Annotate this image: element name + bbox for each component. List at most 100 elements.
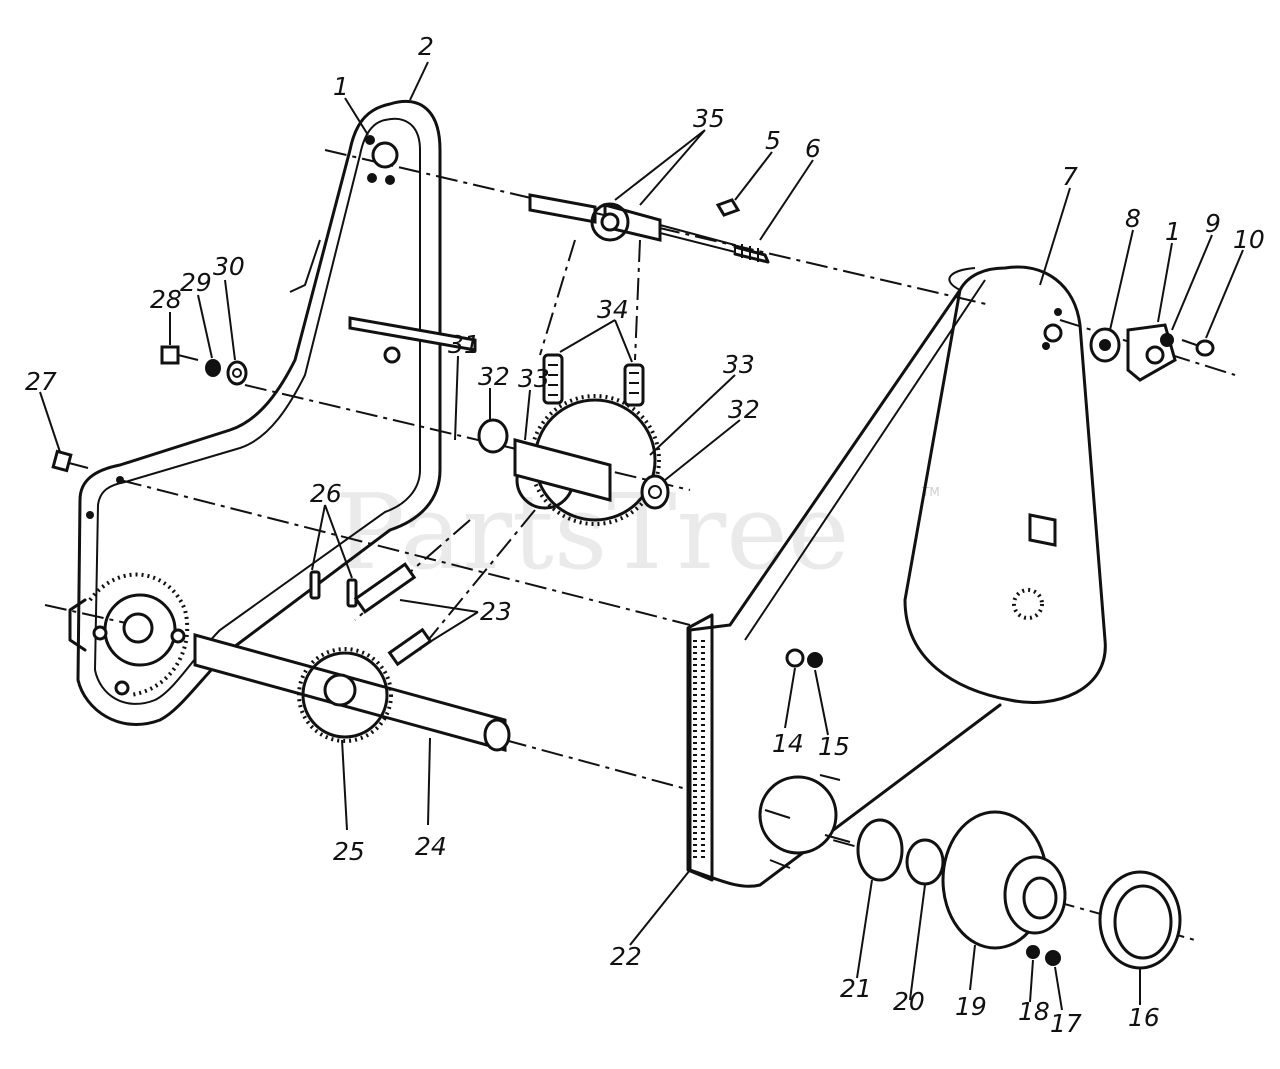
gasket-22: [686, 613, 714, 882]
shaft-24-end: [483, 718, 511, 752]
bolt-10-head: [1195, 339, 1215, 357]
leader-25: [341, 739, 348, 831]
chain-34-left-links: [548, 364, 558, 396]
lower-axis-left: [44, 604, 136, 626]
left-frame-outer: [76, 99, 442, 726]
callout-20: 20: [893, 987, 925, 1016]
bearing-8-bore: [1099, 339, 1111, 351]
leader-15: [814, 669, 829, 736]
leader-33-right: [649, 374, 736, 456]
callout-28: 28: [150, 285, 182, 314]
chain-case-bracket: [1028, 513, 1057, 547]
callout-8: 8: [1125, 204, 1141, 233]
sprocket-25-hub: [323, 673, 357, 707]
left-bearing-bolt: [170, 628, 186, 644]
right-chain-case: [686, 265, 1107, 888]
leader-2: [409, 61, 429, 101]
callout-17: 17: [1050, 1009, 1082, 1038]
chain-case-bolt: [1042, 342, 1050, 350]
middle-shaft-axis: [244, 384, 691, 491]
sprocket-35-hub: [600, 212, 620, 232]
nut-17: [1045, 950, 1061, 966]
callout-5: 5: [765, 126, 781, 155]
callout-18: 18: [1018, 997, 1050, 1026]
callout-2: 2: [418, 32, 434, 61]
chain-34-left: [542, 353, 564, 405]
washer-30-hole: [232, 368, 242, 378]
sprocket-25: [301, 651, 389, 739]
seal-20: [905, 838, 945, 886]
callout-23: 23: [480, 597, 512, 626]
bushing-21: [856, 818, 904, 882]
sprocket-25-teeth: [297, 647, 393, 743]
upper-bearing-stack: [1089, 323, 1215, 382]
callout-24: 24: [415, 832, 447, 861]
left-frame: [68, 99, 442, 726]
leader-7: [1039, 187, 1071, 286]
lockwasher-9: [1160, 333, 1174, 347]
sprocket-33-large-teeth: [529, 394, 661, 526]
callout-33-right: 33: [723, 350, 755, 379]
leader-21: [856, 879, 873, 979]
frame-bolt-axis: [119, 479, 691, 626]
upper-shaft-assembly: [528, 193, 770, 264]
bushing-32-right: [640, 474, 670, 510]
leader-9: [1171, 234, 1213, 331]
callout-29: 29: [180, 268, 212, 297]
lower-hub-stack: [856, 810, 1182, 970]
chain-case-studs: [764, 774, 851, 869]
sprocket-35: [590, 202, 630, 242]
key-5: [715, 198, 741, 217]
leader-23: [399, 599, 479, 649]
callout-1: 1: [333, 72, 349, 101]
leader-31: [454, 355, 459, 441]
upper-shaft-left: [528, 193, 597, 224]
callout-22: 22: [610, 942, 642, 971]
leader-6: [759, 159, 814, 241]
left-frame-dot: [116, 476, 124, 484]
chain-guide-lower-right: [419, 509, 536, 651]
callout-7: 7: [1062, 162, 1078, 191]
upper-shaft-right: [659, 223, 736, 254]
callout-21: 21: [840, 974, 872, 1003]
bolt-28-thread: [177, 354, 199, 361]
lower-shaft-axis: [504, 739, 691, 791]
washer-30: [226, 360, 248, 386]
key-26-right: [346, 578, 358, 608]
washer-14: [785, 648, 805, 668]
middle-shaft-assembly: [348, 316, 670, 526]
chain-34-right: [623, 363, 645, 407]
callout-15: 15: [818, 732, 850, 761]
bushing-32-left: [477, 418, 509, 454]
leader-19: [969, 944, 976, 991]
chain-case-upper-bore: [1043, 323, 1063, 343]
key-26-left: [309, 570, 321, 600]
left-frame-bolt-hole: [367, 173, 377, 183]
chain-case-body: [688, 288, 1002, 888]
upper-shaft-thread-lines: [741, 244, 759, 262]
leader-33-left: [524, 389, 531, 441]
left-frame-upper-bore: [371, 141, 399, 169]
chain-case-hub-bore: [758, 775, 838, 855]
chain-guide-left: [539, 239, 576, 356]
left-bearing-bolt: [114, 680, 130, 696]
leader-34: [559, 319, 633, 363]
left-bearing-plate-dotted: [88, 572, 190, 697]
leader-29: [197, 294, 213, 359]
leader-14: [784, 667, 796, 729]
leader-20: [909, 884, 926, 1001]
leader-lines: [39, 61, 1244, 1011]
leader-32-right: [664, 419, 741, 481]
callout-33: 33: [518, 364, 550, 393]
chain-case-lower-bore: [1012, 588, 1044, 620]
leader-35: [614, 129, 706, 206]
lower-shaft-assembly: [193, 562, 511, 752]
callout-19: 19: [955, 992, 987, 1021]
leader-1-left: [344, 97, 369, 136]
leader-22: [629, 869, 691, 946]
bolt-27: [51, 449, 89, 473]
lockwasher-29: [205, 359, 221, 377]
hub-19-bore: [1022, 876, 1058, 920]
bolt-28-head: [160, 345, 180, 365]
